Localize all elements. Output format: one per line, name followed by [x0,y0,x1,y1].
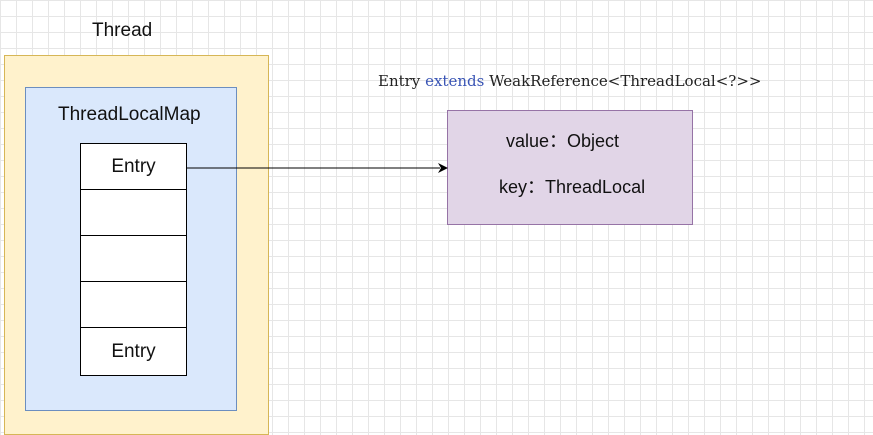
entry-cell: Entry [81,144,186,190]
entry-table: Entry Entry [80,143,187,376]
extends-keyword: extends [425,72,485,90]
class-name: Entry [378,72,421,90]
threadlocalmap-label: ThreadLocalMap [58,104,201,125]
entry-cell: Entry [111,340,156,362]
thread-label: Thread [92,20,153,41]
key-field: key：ThreadLocal [499,177,646,197]
entry-class-declaration: Entry extends WeakReference<ThreadLocal<… [378,72,761,90]
entry-cell [81,282,186,328]
entry-cell [81,236,186,282]
value-field: value：Object [506,131,620,151]
entry-cell [81,190,186,236]
parent-class: WeakReference<ThreadLocal<?>> [489,72,762,90]
entry-object-box [447,110,693,225]
